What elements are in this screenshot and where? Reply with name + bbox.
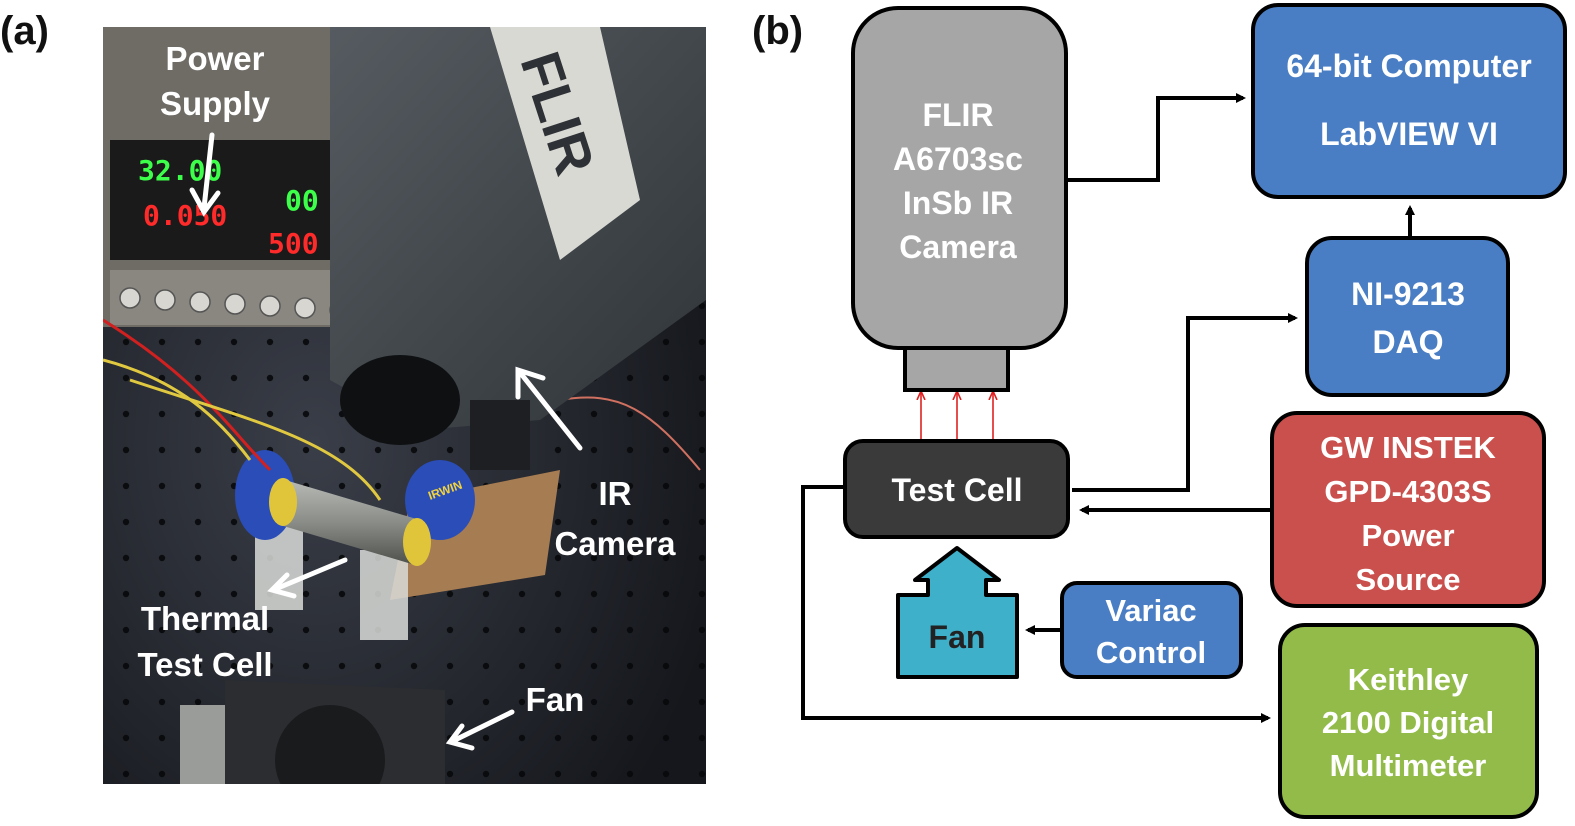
ir-rays bbox=[921, 392, 993, 441]
power-line-4: Source bbox=[1355, 562, 1460, 597]
camera-line-3: InSb IR bbox=[903, 185, 1013, 221]
fan-photo bbox=[180, 680, 445, 784]
power-line-3: Power bbox=[1361, 518, 1454, 553]
label-test-cell: Test Cell bbox=[137, 646, 272, 683]
label-power: Power bbox=[165, 40, 264, 77]
test-cell-label: Test Cell bbox=[892, 472, 1023, 508]
lcd-current-2: 500 bbox=[268, 227, 319, 260]
arrow-testcell-to-multimeter bbox=[801, 485, 1271, 723]
camera-node: FLIR A6703sc InSb IR Camera bbox=[851, 6, 1068, 392]
computer-line-1: 64-bit Computer bbox=[1286, 48, 1531, 84]
fan-label: Fan bbox=[929, 619, 986, 655]
computer-line-2: LabVIEW VI bbox=[1320, 116, 1498, 152]
camera-line-4: Camera bbox=[899, 229, 1017, 265]
arrow-testcell-to-daq bbox=[1072, 313, 1298, 492]
daq-line-2: DAQ bbox=[1372, 324, 1443, 360]
camera-line-2: A6703sc bbox=[893, 141, 1023, 177]
power-source-node: GW INSTEK GPD-4303S Power Source bbox=[1270, 411, 1546, 608]
label-supply: Supply bbox=[160, 85, 271, 122]
fan-node: Fan bbox=[896, 546, 1019, 679]
photo: 32.00 0.050 00 500 IRWIN bbox=[103, 27, 706, 784]
variac-node: Variac Control bbox=[1060, 581, 1243, 679]
power-line-2: GPD-4303S bbox=[1324, 474, 1491, 509]
photo-arrows bbox=[189, 132, 583, 751]
label-fan: Fan bbox=[526, 681, 585, 718]
arrow-camera-to-computer bbox=[1065, 93, 1246, 182]
camera-line-1: FLIR bbox=[922, 97, 993, 133]
thermal-cell-photo: IRWIN bbox=[235, 450, 475, 566]
label-thermal: Thermal bbox=[141, 600, 269, 637]
camera-lens bbox=[903, 346, 1010, 392]
variac-line-2: Control bbox=[1096, 635, 1206, 670]
variac-line-1: Variac bbox=[1105, 593, 1196, 628]
daq-line-1: NI-9213 bbox=[1351, 276, 1465, 312]
computer-node: 64-bit Computer LabVIEW VI bbox=[1251, 3, 1567, 199]
lcd-voltage-2: 00 bbox=[285, 184, 319, 217]
test-cell-node: Test Cell bbox=[843, 439, 1070, 539]
multimeter-node: Keithley 2100 Digital Multimeter bbox=[1278, 623, 1539, 819]
lcd-current: 0.050 bbox=[143, 199, 227, 232]
multimeter-line-1: Keithley bbox=[1348, 662, 1469, 697]
connectors bbox=[801, 93, 1415, 723]
label-camera: Camera bbox=[554, 525, 676, 562]
multimeter-line-3: Multimeter bbox=[1330, 748, 1487, 783]
panel-a-label: (a) bbox=[0, 9, 49, 53]
daq-node: NI-9213 DAQ bbox=[1305, 236, 1510, 397]
panel-b-label: (b) bbox=[752, 9, 803, 53]
ir-camera-photo: FLIR bbox=[330, 27, 706, 470]
foam-support-2 bbox=[360, 550, 408, 640]
label-ir: IR bbox=[599, 475, 632, 512]
multimeter-line-2: 2100 Digital bbox=[1322, 705, 1494, 740]
power-line-1: GW INSTEK bbox=[1320, 430, 1496, 465]
